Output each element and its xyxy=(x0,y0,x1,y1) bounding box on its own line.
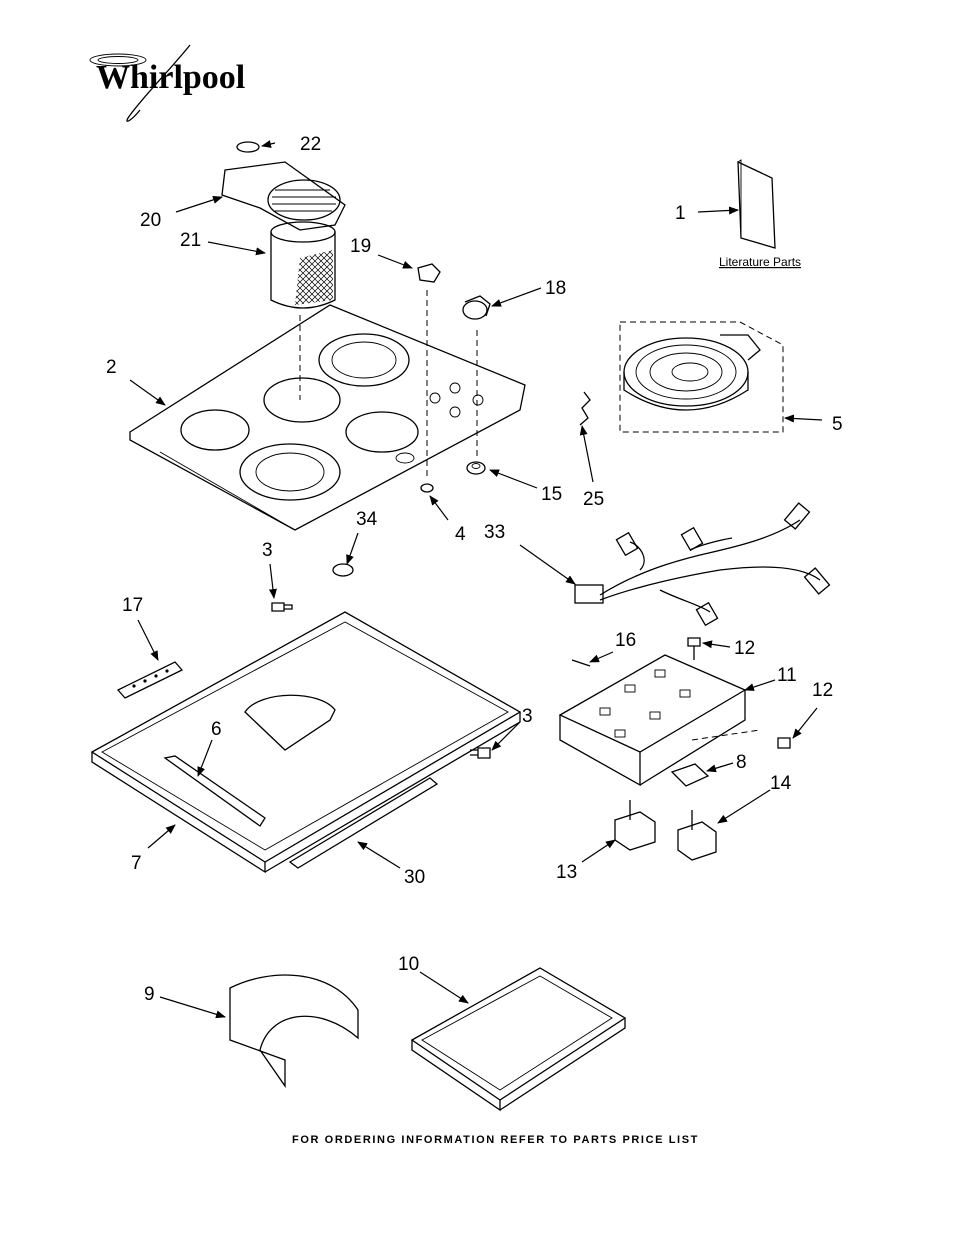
leader-lines xyxy=(129,140,823,1019)
part-19-knob-insert xyxy=(417,263,441,283)
callout-9: 9 xyxy=(144,984,155,1005)
part-22-badge xyxy=(236,141,260,153)
callout-20: 20 xyxy=(140,210,161,231)
callout-3: 3 xyxy=(522,706,533,727)
callout-25: 25 xyxy=(583,489,604,510)
callout-14: 14 xyxy=(770,773,792,794)
callout-17: 17 xyxy=(122,595,143,616)
whirlpool-logo: Whirlpool xyxy=(89,44,245,122)
part-14-switch xyxy=(677,810,717,861)
part-21-canister xyxy=(270,221,336,309)
callout-11: 11 xyxy=(777,665,797,686)
literature-parts-label: Literature Parts xyxy=(719,255,801,269)
callout-33: 33 xyxy=(484,522,505,543)
part-8-plate xyxy=(670,763,710,787)
callout-18: 18 xyxy=(545,278,566,299)
part-9-shield xyxy=(229,974,359,1089)
part-6-strip xyxy=(163,755,266,827)
part-34-clip xyxy=(332,563,354,577)
part-7-tray xyxy=(90,611,522,874)
part-11-switch-box xyxy=(558,654,747,787)
callout-12: 12 xyxy=(734,638,755,659)
callout-15: 15 xyxy=(541,484,562,505)
callout-2: 2 xyxy=(106,357,117,378)
callout-13: 13 xyxy=(556,862,577,883)
part-18-knob xyxy=(462,295,491,320)
part-1-literature xyxy=(737,159,776,249)
callout-6: 6 xyxy=(211,719,222,740)
callout-8: 8 xyxy=(736,752,747,773)
brand-name: Whirlpool xyxy=(96,59,245,96)
part-2-cooktop xyxy=(129,304,526,531)
callout-3: 3 xyxy=(262,540,273,561)
callout-labels: 1 2 3 3 4 5 6 7 8 9 10 11 12 12 13 14 15… xyxy=(106,134,843,1005)
callout-19: 19 xyxy=(350,236,371,257)
callout-5: 5 xyxy=(832,414,843,435)
footer-note: FOR ORDERING INFORMATION REFER TO PARTS … xyxy=(292,1134,699,1146)
callout-34: 34 xyxy=(356,509,378,530)
part-12-screw-top xyxy=(687,637,701,660)
callout-21: 21 xyxy=(180,230,201,251)
part-5-element xyxy=(619,321,784,433)
part-15-knob-base xyxy=(466,461,486,475)
callout-12: 12 xyxy=(812,680,833,701)
callout-1: 1 xyxy=(675,203,686,224)
part-3-screw-lower xyxy=(470,747,491,759)
callout-4: 4 xyxy=(455,524,466,545)
callout-10: 10 xyxy=(398,954,419,975)
part-10-frame xyxy=(410,967,627,1112)
part-20-vent-cover xyxy=(221,161,346,231)
part-17-bracket xyxy=(116,661,184,699)
part-30-strip xyxy=(288,777,439,869)
callout-30: 30 xyxy=(404,867,425,888)
callout-7: 7 xyxy=(131,853,142,874)
callout-16: 16 xyxy=(615,630,636,651)
part-4-grommet xyxy=(420,483,434,493)
part-12-screw-right xyxy=(777,737,791,749)
part-13-switch xyxy=(614,800,656,851)
callout-22: 22 xyxy=(300,134,321,155)
part-16-pin xyxy=(571,659,591,667)
part-3-screw-upper xyxy=(271,602,293,612)
part-33-harness xyxy=(574,502,831,627)
part-25-clip xyxy=(579,391,591,426)
